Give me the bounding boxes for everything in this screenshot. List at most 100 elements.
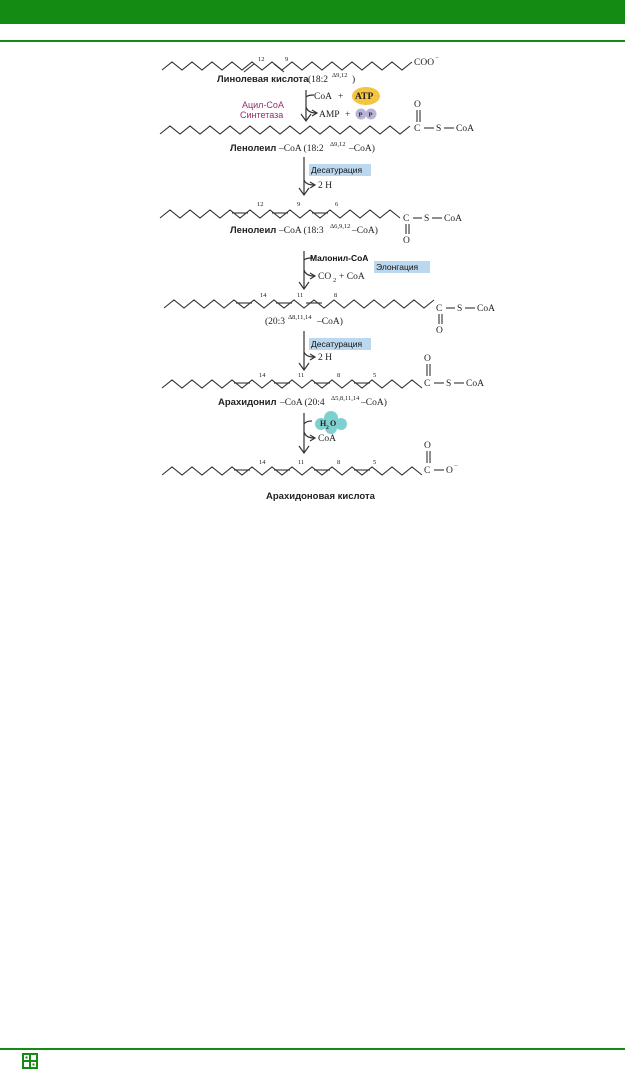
linolenoyl-coa-close: –CoA) — [351, 225, 378, 236]
carboxyl-carbon: C — [424, 466, 430, 476]
water-droplet-icon — [315, 411, 347, 434]
plus-sign: + — [338, 92, 343, 102]
desaturation-label-2: Десатурация — [311, 339, 362, 349]
malonyl-coa-input: Малонил-CoA — [310, 253, 368, 263]
water-o: O — [330, 419, 336, 428]
co2-subscript: 2 — [333, 277, 336, 284]
ara-position-11: 11 — [298, 459, 304, 466]
desaturation-step-2: Десатурация 2 H — [298, 331, 371, 372]
desaturation-box — [309, 164, 371, 176]
eicosatrienoyl-coa-structure: 14 11 8 C O S CoA (20:3 Δ8,11,14 –CoA) — [163, 292, 495, 336]
gla-position-9: 9 — [297, 201, 300, 208]
thioester-oxygen-4: O — [424, 354, 431, 364]
top-divider — [0, 40, 625, 42]
linoleoyl-coa-close: –CoA) — [348, 143, 375, 154]
dgla-position-8: 8 — [334, 292, 337, 299]
desaturation-step-1: Десатурация 2 H — [298, 157, 371, 197]
ara-coa-position-14: 14 — [259, 372, 266, 379]
linoleic-acid-structure: 12 9 COO − Линолевая кислота (18:2 Δ9,12… — [161, 55, 439, 85]
coa-released: CoA — [318, 434, 336, 444]
coenzyme-a-3: CoA — [477, 304, 495, 314]
top-header-bar — [0, 0, 625, 24]
ara-coa-position-11: 11 — [298, 372, 304, 379]
thioester-oxygen-2: O — [403, 236, 410, 246]
p2-label: P — [369, 112, 373, 119]
thioester-carbon: C — [414, 124, 420, 134]
atp-label: ATP — [355, 92, 373, 102]
thioester-sulfur-2: S — [424, 214, 429, 224]
ara-coa-position-5: 5 — [373, 372, 376, 379]
co2-output: CO — [318, 272, 331, 282]
thioester-sulfur-4: S — [446, 379, 451, 389]
linoleic-acid-delta: Δ9,12 — [332, 72, 348, 79]
linoleic-position-12: 12 — [258, 56, 265, 63]
two-hydrogens-2: 2 H — [318, 353, 332, 363]
two-hydrogens: 2 H — [318, 181, 332, 191]
linolenoyl-coa-structure: 12 9 6 C O S CoA Ленолеил –CoA (18:3 Δ6,… — [159, 201, 462, 246]
ara-position-8: 8 — [337, 459, 340, 466]
gla-position-6: 6 — [335, 201, 339, 208]
linoleic-acid-name: Линолевая кислота — [217, 74, 309, 85]
arachidonoyl-coa-name: Арахидонил — [218, 397, 277, 408]
coenzyme-a: CoA — [456, 124, 474, 134]
pyrophosphate-p1 — [355, 108, 367, 120]
arachidonic-acid-structure: 14 11 8 5 C O O − Арахидоновая кислота — [161, 441, 458, 502]
thioester-carbon-3: C — [436, 304, 442, 314]
arachidonoyl-coa-formula: –CoA (20:4 — [279, 397, 325, 408]
ara-position-14: 14 — [259, 459, 266, 466]
dgla-position-14: 14 — [260, 292, 267, 299]
arachidonoyl-coa-close: –CoA) — [360, 397, 387, 408]
linoleic-position-9: 9 — [285, 56, 288, 63]
coa-output: + CoA — [339, 272, 365, 282]
ara-coa-position-8: 8 — [337, 372, 340, 379]
desaturation-box-2 — [309, 338, 371, 350]
enzyme-name-line1: Ацил-CoA — [242, 100, 284, 110]
elongation-box — [374, 261, 430, 273]
linoleoyl-coa-delta: Δ9,12 — [330, 141, 346, 148]
carboxylate-charge: − — [454, 463, 458, 470]
ara-position-5: 5 — [373, 459, 376, 466]
eicosatrienoyl-delta: Δ8,11,14 — [288, 314, 312, 321]
arachidonic-acid-name: Арахидоновая кислота — [266, 491, 376, 502]
elongation-label: Элонгация — [376, 262, 419, 272]
linolenoyl-coa-name: Ленолеил — [230, 225, 276, 236]
pyrophosphate-p2 — [365, 108, 377, 120]
thioester-oxygen-3: O — [436, 326, 443, 336]
arachidonoyl-coa-structure: 14 11 8 5 C O S CoA Арахидонил –CoA (20:… — [161, 354, 484, 408]
linoleoyl-coa-formula: –CoA (18:2 — [278, 143, 324, 154]
coa-input: CoA — [314, 92, 332, 102]
eicosatrienoyl-close: –CoA) — [316, 316, 343, 327]
eicosatrienoyl-formula: (20:3 — [265, 316, 285, 327]
linoleoyl-coa-structure: C O S CoA Ленолеил –CoA (18:2 Δ9,12 –CoA… — [159, 100, 474, 154]
linoleic-acid-formula: (18:2 — [308, 74, 328, 85]
acyl-coa-synthetase-step: CoA + ATP AMP + P P Ацил-CoA Синтетаза — [240, 87, 380, 123]
enzyme-name-line2: Синтетаза — [240, 110, 283, 120]
dgla-position-11: 11 — [297, 292, 303, 299]
elongation-step: Малонил-CoA Элонгация CO 2 + CoA — [298, 251, 430, 291]
bottom-divider — [0, 1048, 625, 1050]
atp-badge — [352, 87, 380, 105]
linoleoyl-coa-name: Ленолеил — [230, 143, 276, 154]
carboxyl-oxygen: O — [424, 441, 431, 451]
carboxylate-oxygen: O — [446, 466, 453, 476]
coenzyme-a-4: CoA — [466, 379, 484, 389]
p1-label: P — [359, 112, 363, 119]
linoleic-acid-close: ) — [352, 74, 355, 85]
amp-output: AMP — [319, 110, 340, 120]
linolenoyl-coa-delta: Δ6,9,12 — [330, 223, 350, 230]
thioester-sulfur-3: S — [457, 304, 462, 314]
water-h: H — [320, 419, 327, 428]
linoleic-charge: − — [435, 55, 439, 62]
linoleic-carboxylate: COO — [414, 58, 434, 68]
coenzyme-a-2: CoA — [444, 214, 462, 224]
hydrolysis-step: H 2 O CoA — [298, 411, 347, 455]
desaturation-label: Десатурация — [311, 165, 362, 175]
linolenoyl-coa-formula: –CoA (18:3 — [278, 225, 324, 236]
gla-position-12: 12 — [257, 201, 264, 208]
plus-sign-2: + — [345, 110, 350, 120]
thioester-oxygen: O — [414, 100, 421, 110]
thioester-sulfur: S — [436, 124, 441, 134]
thioester-carbon-4: C — [424, 379, 430, 389]
water-sub: 2 — [326, 425, 329, 431]
